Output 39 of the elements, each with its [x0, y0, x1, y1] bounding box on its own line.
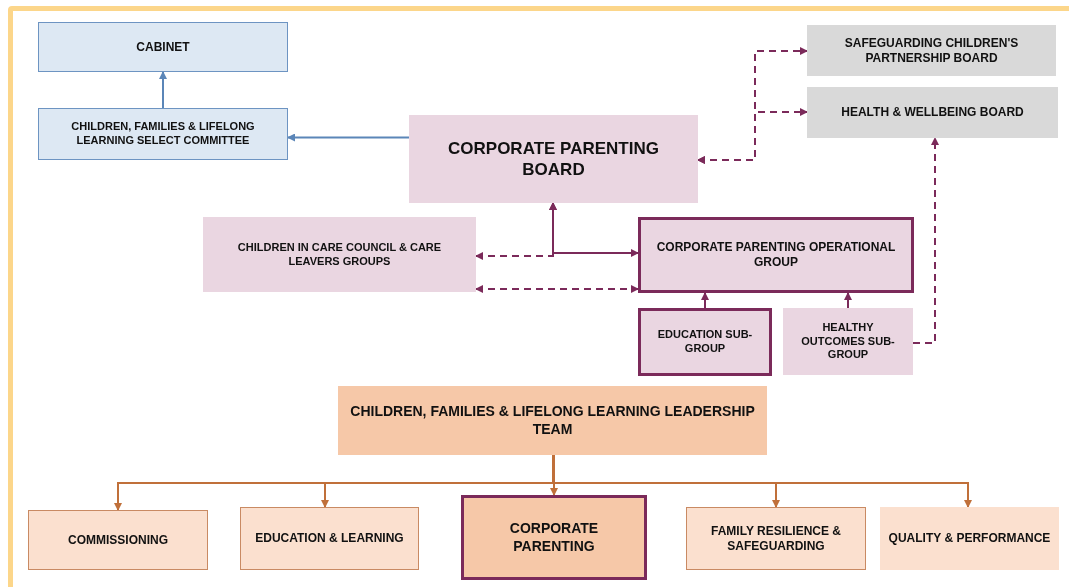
box-label: CORPORATE PARENTING BOARD: [447, 137, 660, 181]
connector-arrow: [912, 137, 939, 344]
committee-box: [38, 22, 288, 72]
box-label: CHILDREN, FAMILIES & LIFELONG LEARNING SELECT COMMITTEE: [70, 120, 256, 148]
group-box: [638, 217, 914, 293]
box-label: CHILDREN IN CARE COUNCIL & CARE LEAVERS GROUPS: [236, 240, 443, 269]
box-label: CORPORATE PARENTING OPERATIONAL GROUP: [655, 240, 897, 270]
sub-group-box: [638, 308, 772, 376]
box-label: FAMILY RESILIENCE & SAFEGUARDING: [710, 523, 842, 554]
box-label: HEALTH & WELLBEING BOARD: [841, 105, 1024, 120]
service-box: [28, 510, 208, 570]
connector-arrow: [549, 202, 639, 257]
box-label: HEALTHY OUTCOMES SUB-GROUP: [800, 320, 896, 363]
connector-arrow: [159, 71, 167, 109]
group-box: [203, 217, 476, 292]
sub-group-box: [783, 308, 913, 375]
service-box: [880, 507, 1059, 570]
box-label: CORPORATE PARENTING: [508, 520, 600, 555]
board-box: [409, 115, 698, 203]
box-label: COMMISSIONING: [68, 532, 168, 548]
connector-arrow: [287, 133, 410, 142]
box-label: SAFEGUARDING CHILDREN'S PARTNERSHIP BOARD: [843, 35, 1020, 66]
connector-arrow: [844, 292, 852, 309]
connector-arrow: [697, 108, 808, 164]
box-label: CHILDREN, FAMILIES & LIFELONG LEARNING LEADERSHIP TEAM: [349, 403, 756, 438]
service-box: [240, 507, 419, 570]
connector-arrow: [475, 285, 639, 293]
box-label: EDUCATION & LEARNING: [255, 531, 404, 546]
box-label: EDUCATION SUB-GROUP: [656, 328, 754, 356]
box-label: QUALITY & PERFORMANCE: [888, 531, 1051, 546]
team-box: [338, 386, 767, 455]
connector-arrow: [701, 292, 709, 309]
box-label: CABINET: [136, 39, 190, 55]
service-box: [686, 507, 866, 570]
connector-arrow: [550, 454, 558, 496]
board-box: [807, 87, 1058, 138]
committee-box: [38, 108, 288, 160]
board-box: [807, 25, 1056, 76]
service-box: [461, 495, 647, 580]
